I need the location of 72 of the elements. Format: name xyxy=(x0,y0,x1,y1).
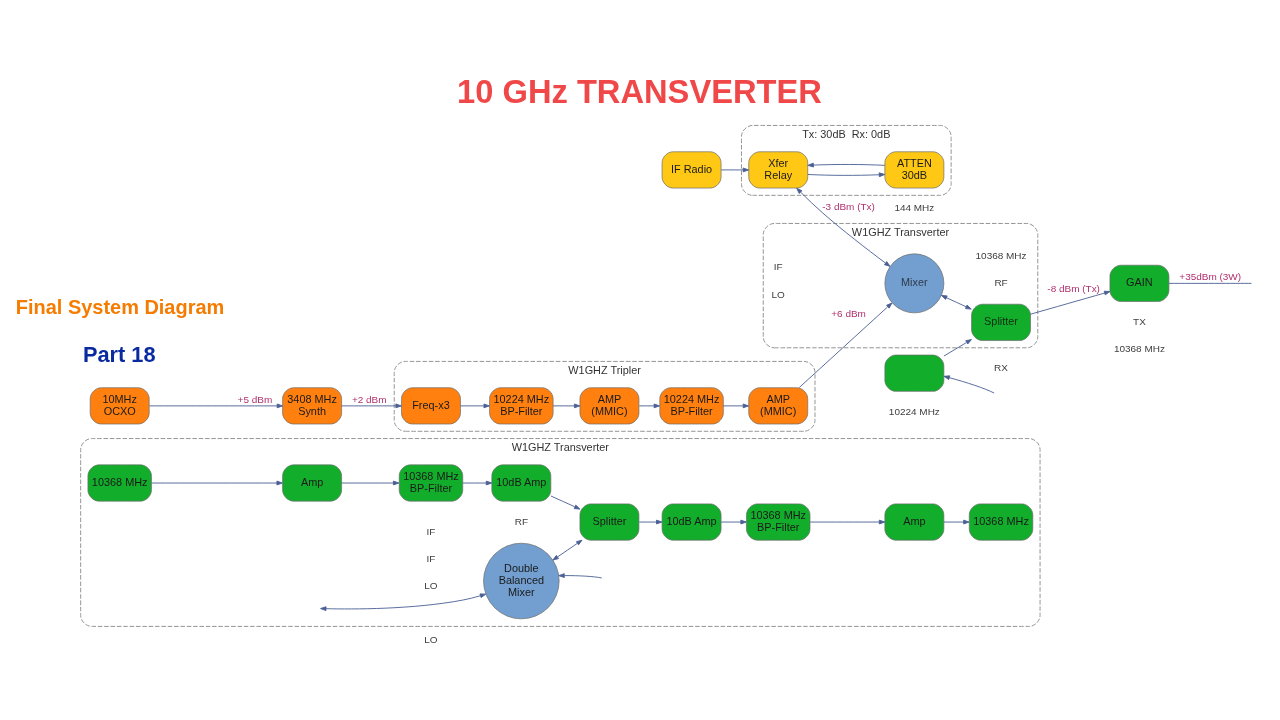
label: LO xyxy=(424,579,438,591)
arrow xyxy=(552,539,583,560)
arrow xyxy=(460,403,490,408)
node-box: IF Radio xyxy=(661,150,722,188)
label: IF xyxy=(426,552,436,564)
label: RF xyxy=(514,515,528,527)
label: Part 18 xyxy=(82,341,156,367)
label: RX xyxy=(994,361,1008,373)
label: LO xyxy=(771,288,785,300)
arrow xyxy=(796,187,891,267)
label: LO xyxy=(424,633,438,645)
arrow xyxy=(1030,290,1111,315)
arrow xyxy=(943,338,972,356)
edge-label: +6 dBm xyxy=(831,307,866,319)
node-box: 3408 MHz Synth xyxy=(282,386,342,424)
arrow xyxy=(940,294,972,310)
arrow xyxy=(320,592,487,611)
arrow xyxy=(943,374,995,393)
label: 10368 MHz xyxy=(975,249,1027,261)
node-box: Splitter xyxy=(579,503,640,541)
node-box: 10dB Amp xyxy=(661,503,722,541)
arrow xyxy=(638,403,660,408)
node-box: 10224 MHz BP-Filter xyxy=(489,386,554,424)
edge-label: +35dBm (3W) xyxy=(1179,270,1242,282)
arrow xyxy=(550,495,581,510)
arrow xyxy=(807,162,886,167)
arrow xyxy=(341,403,402,408)
label: RF xyxy=(994,276,1008,288)
label: TX xyxy=(1133,315,1146,327)
arrow xyxy=(341,480,400,485)
edge-label: +2 dBm xyxy=(351,393,387,405)
node-box xyxy=(884,354,945,392)
connector xyxy=(1168,282,1252,284)
node-box: AMP (MMIC) xyxy=(748,386,809,424)
arrow xyxy=(558,572,603,578)
label: 144 MHz xyxy=(894,201,935,213)
node-box: GAIN xyxy=(1109,264,1170,302)
node-box: Amp xyxy=(884,503,945,541)
arrow xyxy=(151,480,283,485)
edge-label: -3 dBm (Tx) xyxy=(822,200,875,212)
diagram-title: 10 GHz TRANSVERTER xyxy=(457,72,822,110)
arrow xyxy=(720,167,750,172)
label: IF xyxy=(773,260,783,272)
arrow xyxy=(943,519,970,524)
node-box: 10368 MHz xyxy=(87,464,152,502)
arrow xyxy=(720,519,747,524)
arrow xyxy=(809,519,886,524)
node-box: 10368 MHz BP-Filter xyxy=(398,464,464,502)
node-box: AMP (MMIC) xyxy=(579,386,640,424)
label: 10224 MHz xyxy=(888,405,940,417)
label: Final System Diagram xyxy=(15,295,225,318)
label: IF xyxy=(426,525,436,537)
node-box: ATTEN 30dB xyxy=(884,150,945,188)
arrow xyxy=(722,403,750,408)
edge-label: +5 dBm xyxy=(237,393,273,405)
edge-label: -8 dBm (Tx) xyxy=(1047,282,1100,294)
node-box: Xfer Relay xyxy=(748,150,809,188)
node-box: 10MHz OCXO xyxy=(89,386,150,424)
node-box: 10224 MHz BP-Filter xyxy=(659,386,724,424)
node-box: 10dB Amp xyxy=(491,464,552,502)
label: 10368 MHz xyxy=(1113,342,1165,354)
node-box: Splitter xyxy=(971,303,1031,341)
arrow xyxy=(552,403,581,408)
arrow xyxy=(638,519,663,524)
arrow xyxy=(807,171,886,177)
arrow xyxy=(149,403,284,408)
node-box: Freq-x3 xyxy=(401,386,461,424)
node-box: Amp xyxy=(282,464,342,502)
node-box: 10368 MHz BP-Filter xyxy=(746,503,811,541)
node-box: 10368 MHz xyxy=(968,503,1034,541)
arrow xyxy=(462,480,493,485)
arrow xyxy=(798,302,893,388)
